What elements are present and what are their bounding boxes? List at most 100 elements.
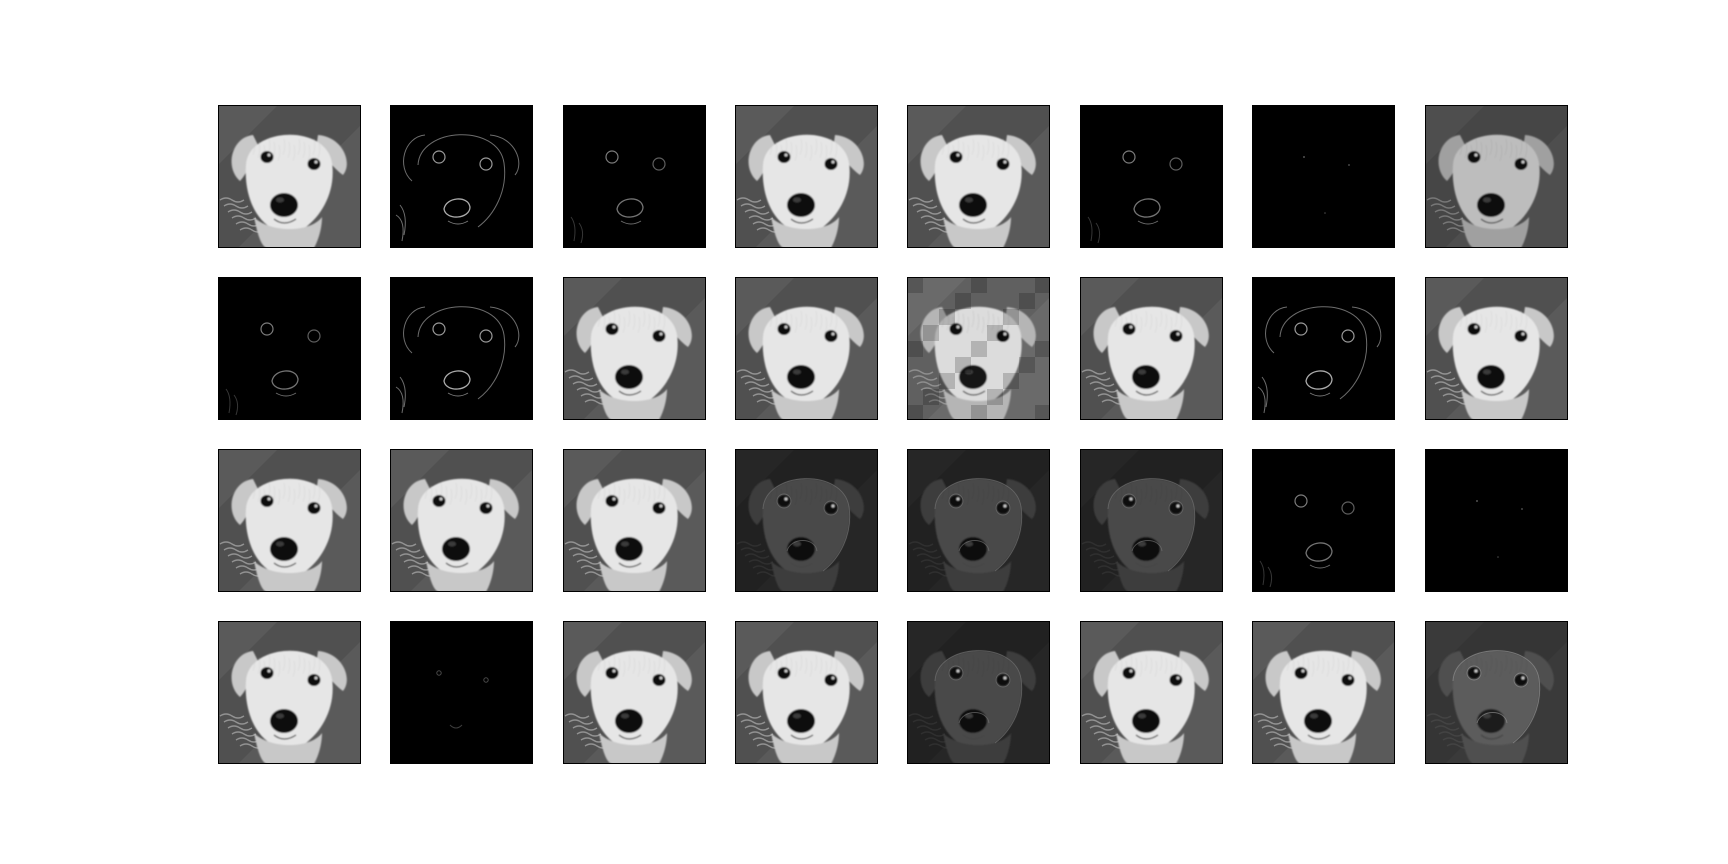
dog-face <box>403 478 519 592</box>
right-eye <box>824 330 838 342</box>
right-eye <box>1341 674 1355 686</box>
dog-face <box>1093 650 1209 764</box>
feature-map-panel-r3-c4 <box>735 449 878 592</box>
panel-frame <box>218 277 361 420</box>
panel-frame <box>1425 449 1568 592</box>
left-eye <box>1294 667 1308 679</box>
nose <box>615 537 643 561</box>
left-eye <box>1122 495 1136 507</box>
left-eye <box>777 151 791 163</box>
nose <box>270 537 298 561</box>
feature-map-panel-r3-c7 <box>1252 449 1395 592</box>
feature-map-panel-r3-c8 <box>1425 449 1568 592</box>
panel-background <box>1425 449 1568 592</box>
nose <box>615 365 643 389</box>
dog-face <box>1438 650 1554 764</box>
dog-face-edges <box>570 150 666 244</box>
edge-overlay <box>762 478 851 572</box>
panel-frame <box>1252 449 1395 592</box>
panel-frame <box>1252 105 1395 248</box>
feature-map-panel-r1-c1 <box>218 105 361 248</box>
feature-map-panel-r4-c4 <box>735 621 878 764</box>
dog-face <box>1438 306 1554 420</box>
dog-face <box>920 134 1036 248</box>
nose <box>1477 193 1505 217</box>
feature-map-panel-r4-c1 <box>218 621 361 764</box>
dog-face <box>231 134 347 248</box>
feature-map-panel-r3-c1 <box>218 449 361 592</box>
blanket-pattern <box>908 369 954 405</box>
right-eye <box>996 158 1010 170</box>
right-eye <box>307 158 321 170</box>
left-eye <box>777 323 791 335</box>
blanket-pattern <box>908 713 954 749</box>
panel-frame <box>907 105 1050 248</box>
feature-map-panel-r1-c8 <box>1425 105 1568 248</box>
feature-map-panel-r3-c6 <box>1080 449 1223 592</box>
nose <box>270 193 298 217</box>
dog-face <box>920 650 1036 764</box>
left-eye <box>1467 323 1481 335</box>
panel-frame <box>735 105 878 248</box>
left-eye <box>605 495 619 507</box>
nose <box>1304 709 1332 733</box>
dog-face-edges <box>395 134 520 242</box>
block-artifacts <box>907 277 1050 420</box>
feature-map-panel-r4-c5 <box>907 621 1050 764</box>
right-eye <box>996 502 1010 514</box>
dog-face-edges <box>395 306 520 414</box>
dog-face-edges <box>1087 150 1183 244</box>
right-eye <box>1169 330 1183 342</box>
dog-face-edges <box>436 670 489 729</box>
panel-background <box>390 105 533 248</box>
panel-background <box>1252 449 1395 592</box>
dog-face <box>748 134 864 248</box>
panel-background <box>390 277 533 420</box>
dog-face <box>231 478 347 592</box>
nose <box>615 709 643 733</box>
left-eye <box>777 667 791 679</box>
dog-face <box>576 650 692 764</box>
panel-background <box>563 105 706 248</box>
right-eye <box>307 674 321 686</box>
panel-frame <box>735 449 878 592</box>
left-eye <box>949 151 963 163</box>
nose <box>1132 365 1160 389</box>
edge-overlay <box>1107 478 1196 572</box>
right-eye <box>1169 502 1183 514</box>
panel-frame <box>907 277 1050 420</box>
blanket-pattern <box>1081 369 1127 405</box>
panel-background <box>1080 105 1223 248</box>
feature-map-panel-r4-c8 <box>1425 621 1568 764</box>
right-eye <box>652 330 666 342</box>
nose <box>787 193 815 217</box>
right-eye <box>479 502 493 514</box>
right-eye <box>1514 330 1528 342</box>
left-eye <box>949 495 963 507</box>
blanket-pattern <box>219 713 265 749</box>
dog-face <box>576 478 692 592</box>
panel-frame <box>218 105 361 248</box>
feature-map-panel-r4-c6 <box>1080 621 1223 764</box>
panel-frame <box>735 277 878 420</box>
panel-frame <box>907 449 1050 592</box>
feature-map-panel-r2-c5 <box>907 277 1050 420</box>
panel-background <box>1252 277 1395 420</box>
left-eye <box>260 151 274 163</box>
right-eye <box>1514 674 1528 686</box>
feature-map-panel-r2-c6 <box>1080 277 1223 420</box>
feature-map-panel-r2-c3 <box>563 277 706 420</box>
feature-map-panel-r4-c2 <box>390 621 533 764</box>
panel-frame <box>907 621 1050 764</box>
feature-map-panel-r1-c5 <box>907 105 1050 248</box>
dog-face <box>748 306 864 420</box>
right-eye <box>652 674 666 686</box>
panel-frame <box>735 621 878 764</box>
feature-map-panel-r2-c4 <box>735 277 878 420</box>
dog-face <box>1438 134 1554 248</box>
dog-face <box>1093 478 1209 592</box>
panel-frame <box>1080 277 1223 420</box>
panel-frame <box>563 105 706 248</box>
panel-frame <box>390 277 533 420</box>
